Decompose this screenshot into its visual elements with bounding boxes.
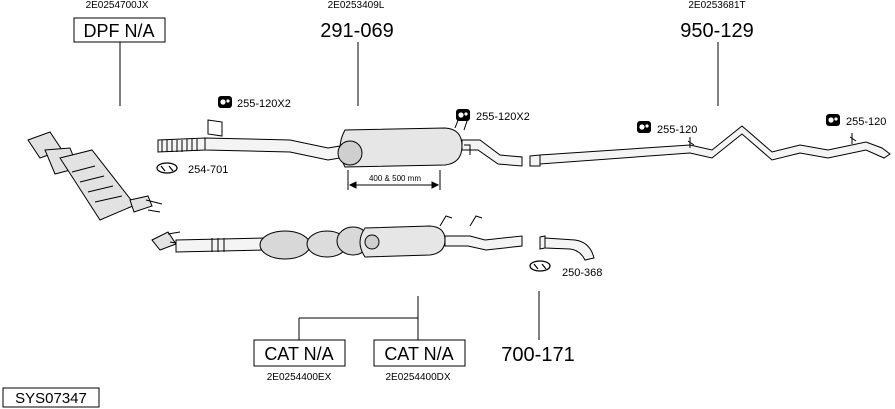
lower-inlet-pipe [175, 237, 266, 253]
mount-d-label: 255-120 [846, 116, 886, 128]
part-number-rear: 950-129 [680, 20, 753, 42]
dpf-unit [27, 131, 163, 221]
dimension-label: 400 & 500 mm [369, 174, 421, 183]
catalyst-1 [259, 230, 311, 260]
oe-code-rear: 2E0253681T [688, 0, 745, 11]
dpf-label: DPF N/A [83, 21, 154, 41]
part-number-tail: 700-171 [501, 344, 574, 366]
oe-code-cat-right: 2E0254400DX [385, 372, 450, 383]
lower-inlet-ribs [211, 238, 225, 252]
rear-pipe-joint [529, 154, 541, 167]
system-label: SYS07347 [15, 390, 87, 407]
lower-silencer-inlet [364, 234, 380, 250]
oe-code-middle: 2E0253409L [328, 0, 385, 11]
dimension-arrow-right [431, 181, 440, 189]
middle-outlet-pipe [461, 139, 523, 167]
dimension-arrow-left [348, 181, 357, 189]
oe-code-cat-left: 2E0254400EX [267, 372, 332, 383]
mount-a-label: 255-120X2 [237, 98, 291, 110]
mount-b-label: 255-120X2 [476, 111, 530, 123]
system-label-box [2, 387, 100, 408]
dpf-outlet-studs [145, 199, 163, 213]
flex-joint-ribs [161, 139, 198, 152]
upper-front-pipe [157, 119, 341, 161]
lower-outlet-pipe [444, 235, 523, 251]
middle-silencer [337, 114, 523, 168]
dpf-label-box [73, 17, 166, 43]
tail-pipe [539, 235, 595, 261]
rubber-mount-icon [826, 114, 840, 126]
mount-c-label: 255-120 [657, 124, 697, 136]
clamp-a-label: 254-701 [188, 164, 228, 176]
cat-left-label: CAT N/A [264, 344, 333, 364]
lower-hangers [439, 215, 483, 227]
tail-pipe-flange [539, 235, 546, 250]
middle-silencer-endcap [337, 140, 363, 166]
rear-pipe-body [539, 125, 891, 165]
dpf-body-bands [71, 165, 123, 203]
middle-hanger-bracket [464, 144, 471, 155]
lower-inlet-flange [151, 231, 177, 251]
part-number-middle: 291-069 [320, 20, 393, 42]
rear-hanger-2 [849, 133, 857, 144]
clamp-icon [156, 162, 178, 174]
cat-right-label-box [373, 339, 466, 367]
rubber-mount-icon [218, 96, 232, 108]
dimension-indicator [347, 170, 441, 190]
rear-pipe [529, 125, 891, 167]
cat-left-label-box [253, 339, 346, 367]
clamp-b-label: 250-368 [562, 267, 602, 279]
lower-silencer-body [359, 225, 446, 258]
dpf-body [59, 149, 136, 221]
leader-lines [119, 42, 719, 340]
cat-right-label: CAT N/A [384, 344, 453, 364]
rubber-mount-icon [637, 121, 651, 133]
front-pipe-hanger [207, 119, 223, 137]
front-pipe [204, 137, 341, 161]
dpf-outlet [129, 195, 153, 213]
rubber-mount-icon [456, 109, 470, 121]
oe-code-dpf: 2E0254700JX [86, 0, 149, 11]
lower-assembly [151, 215, 523, 260]
tail-pipe-body [544, 237, 595, 261]
clamp-icon [529, 260, 551, 272]
rear-hanger-1 [687, 137, 695, 148]
